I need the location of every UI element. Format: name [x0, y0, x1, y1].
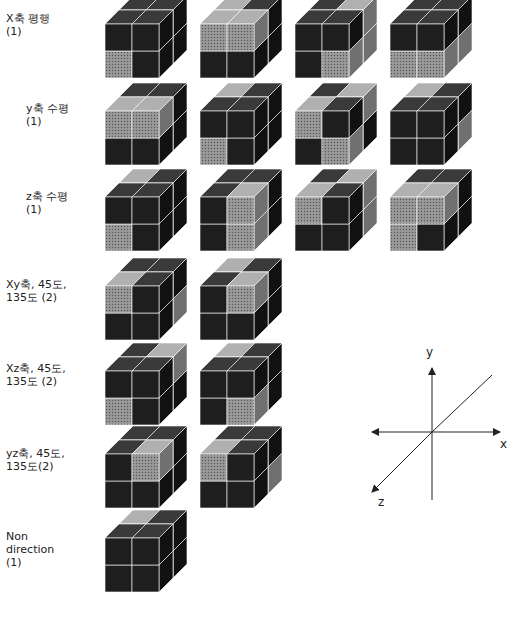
- cube-cluster: [105, 510, 187, 592]
- axis-label: x: [500, 438, 512, 451]
- axis-diagram: [372, 368, 500, 500]
- row-label: Non direction (1): [6, 530, 72, 569]
- cube-cluster: [390, 83, 472, 165]
- cube-cluster: [295, 83, 377, 165]
- cube-cluster: [295, 169, 377, 251]
- row-label: z축 수평 (1): [26, 190, 76, 216]
- cube-cluster: [105, 258, 187, 340]
- cube-cluster: [390, 169, 472, 251]
- axis-label: z: [378, 496, 390, 509]
- cube-cluster: [200, 343, 282, 425]
- cube-cluster: [200, 169, 282, 251]
- cube-cluster: [200, 426, 282, 508]
- row-label: Xy축, 45도, 135도 (2): [6, 278, 68, 304]
- row-label: Xz축, 45도, 135도 (2): [6, 362, 68, 388]
- cube-cluster: [390, 0, 472, 78]
- cube-cluster: [105, 426, 187, 508]
- row-label: X축 평행 (1): [6, 12, 68, 38]
- cube-cluster: [105, 83, 187, 165]
- cube-cluster: [200, 0, 282, 78]
- cube-cluster: [295, 0, 377, 78]
- cube-cluster: [105, 169, 187, 251]
- axis-label: y: [426, 346, 446, 359]
- cube-cluster: [105, 0, 187, 78]
- row-label: y축 수평 (1): [26, 102, 76, 128]
- row-label: yz축, 45도, 135도(2): [6, 447, 76, 473]
- cube-cluster: [200, 258, 282, 340]
- cube-cluster: [200, 83, 282, 165]
- cube-cluster: [105, 343, 187, 425]
